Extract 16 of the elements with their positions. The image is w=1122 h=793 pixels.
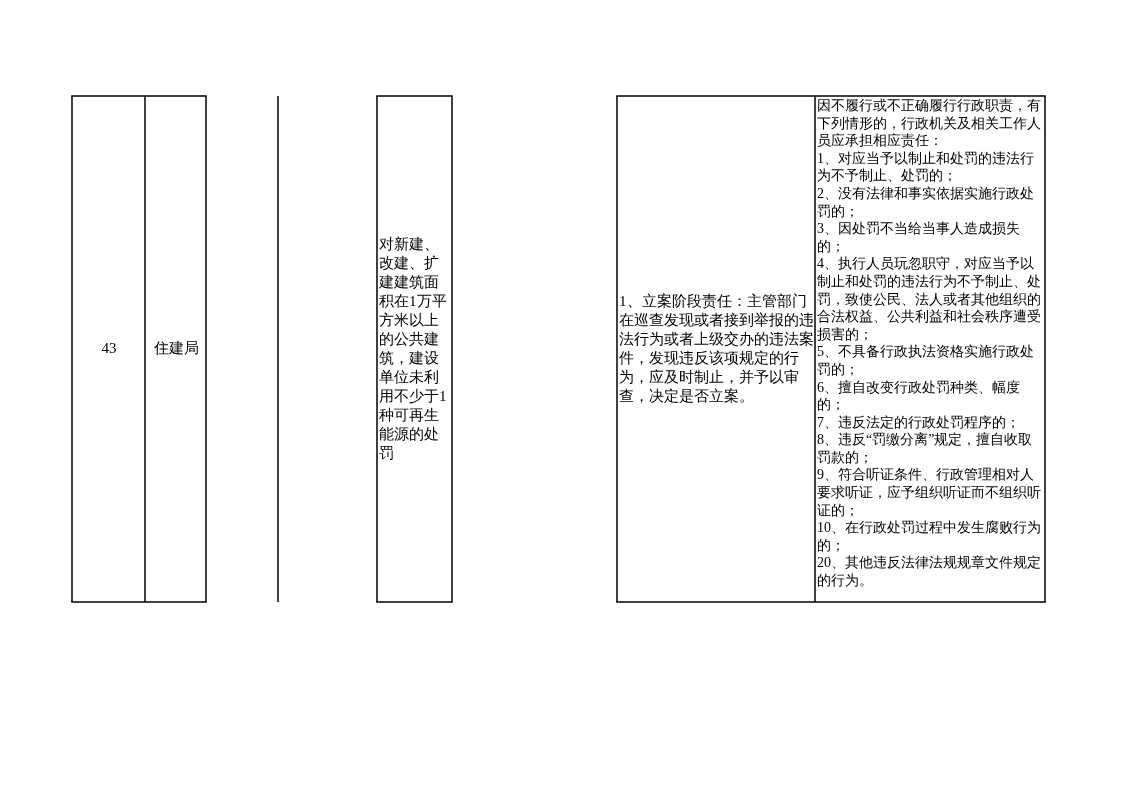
department-name: 住建局	[153, 339, 199, 358]
liability-clause: 10、在行政处罚过程中发生腐败行为的；	[817, 519, 1042, 555]
liability-clause: 1、对应当予以制止和处罚的违法行为不予制止、处罚的；	[817, 149, 1035, 185]
liability-clause: 因不履行或不正确履行行政职责，有下列情形的，行政机关及相关工作人员应承担相应责任：	[817, 97, 1042, 150]
row-number: 43	[101, 339, 117, 358]
liability-clause: 7、违反法定的行政处罚程序的；	[817, 413, 1021, 432]
liability-clause: 9、符合听证条件、行政管理相对人要求听证，应予组织听证而不组织听证的；	[817, 466, 1042, 520]
liability-clause: 4、执行人员玩忽职守，对应当予以制止和处罚的违法行为不予制止、处罚，致使公民、法人或者其他组织的合法权益、公共利益和社会秩序遭受损害的；	[817, 255, 1042, 344]
liability-clause: 2、没有法律和事实依据实施行政处罚的；	[817, 184, 1035, 221]
liability-clause: 8、违反“罚缴分离”规定，擅自收取罚款的；	[817, 431, 1034, 467]
responsibility-text: 1、立案阶段责任：主管部门在巡查发现或者接到举报的违法行为或者上级交办的违法案件，发现违反该项规定的行为，应及时制止，并予以审查，决定是否立案。	[619, 291, 814, 406]
liability-clause: 6、擅自改变行政处罚种类、幅度的；	[817, 378, 1021, 414]
item-text: 对新建、改建、扩建建筑面积在1万平方米以上的公共建筑，建设单位未利用不少于1种可再生能源的处罚	[379, 234, 448, 463]
liability-clause: 3、因处罚不当给当事人造成损失的；	[817, 220, 1021, 256]
liability-clause: 20、其他违反法律法规规章文件规定的行为。	[817, 554, 1042, 590]
liability-clause: 5、不具备行政执法资格实施行政处罚的；	[817, 343, 1035, 379]
